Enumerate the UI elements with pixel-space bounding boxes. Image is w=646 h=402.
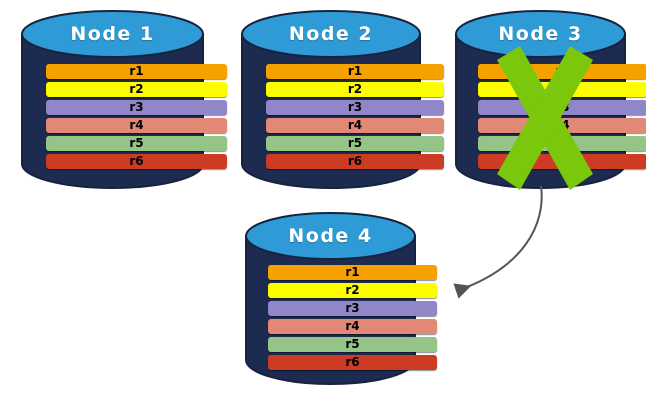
arrow-node3-to-node4 bbox=[453, 185, 543, 299]
row-stack-node2: r1 r2 r3 r4 r5 r6 bbox=[242, 64, 468, 169]
row-label-r6: r6 bbox=[345, 355, 360, 369]
row-r2[interactable]: r2 bbox=[46, 82, 227, 97]
row-label-r1: r1 bbox=[345, 265, 360, 279]
row-label-r6: r6 bbox=[555, 154, 570, 168]
row-label-r2: r2 bbox=[129, 82, 144, 96]
row-r3[interactable]: r3 bbox=[46, 100, 227, 115]
row-label-r5: r5 bbox=[345, 337, 360, 351]
row-r1[interactable]: r1 bbox=[46, 64, 227, 79]
node-cylinder-node1[interactable]: Node 1 r1 r2 r3 r4 r5 r6 bbox=[21, 10, 227, 189]
row-r6[interactable]: r6 bbox=[478, 154, 646, 169]
node-cylinder-node3[interactable]: Node 3 r1 r2 r3 r4 r5 r6 bbox=[455, 10, 646, 189]
row-r1[interactable]: r1 bbox=[268, 265, 437, 280]
row-label-r3: r3 bbox=[345, 301, 360, 315]
row-r5[interactable]: r5 bbox=[268, 337, 437, 352]
row-label-r4: r4 bbox=[129, 118, 144, 132]
row-label-r6: r6 bbox=[347, 154, 363, 168]
row-r6[interactable]: r6 bbox=[46, 154, 227, 169]
row-label-r2: r2 bbox=[555, 82, 570, 96]
row-stack-node1: r1 r2 r3 r4 r5 r6 bbox=[22, 64, 251, 169]
row-label-r2: r2 bbox=[347, 82, 363, 96]
row-label-r3: r3 bbox=[555, 100, 570, 114]
row-label-r5: r5 bbox=[129, 136, 144, 150]
row-label-r1: r1 bbox=[347, 64, 363, 78]
row-label-r4: r4 bbox=[345, 319, 360, 333]
row-label-r1: r1 bbox=[129, 64, 144, 78]
node-cylinder-node2[interactable]: Node 2 r1 r2 r3 r4 r5 r6 bbox=[241, 10, 444, 189]
row-r2[interactable]: r2 bbox=[478, 82, 646, 97]
row-r2[interactable]: r2 bbox=[268, 283, 437, 298]
row-label-r2: r2 bbox=[345, 283, 360, 297]
row-label-r3: r3 bbox=[129, 100, 144, 114]
row-label-r3: r3 bbox=[347, 100, 363, 114]
row-r4[interactable]: r4 bbox=[46, 118, 227, 133]
row-label-r1: r1 bbox=[555, 64, 570, 78]
row-r2[interactable]: r2 bbox=[266, 82, 444, 97]
row-r4[interactable]: r4 bbox=[268, 319, 437, 334]
row-stack-node4: r1 r2 r3 r4 r5 r6 bbox=[246, 265, 459, 370]
node-cylinder-node4[interactable]: Node 4 r1 r2 r3 r4 r5 r6 bbox=[245, 212, 437, 385]
row-label-r4: r4 bbox=[347, 118, 363, 132]
row-r6[interactable]: r6 bbox=[266, 154, 444, 169]
row-r1[interactable]: r1 bbox=[266, 64, 444, 79]
row-label-r4: r4 bbox=[555, 118, 570, 132]
row-label-r6: r6 bbox=[129, 154, 144, 168]
row-r6[interactable]: r6 bbox=[268, 355, 437, 370]
row-stack-node3: r1 r2 r3 r4 r5 r6 bbox=[456, 64, 646, 169]
row-r3[interactable]: r3 bbox=[266, 100, 444, 115]
row-r3[interactable]: r3 bbox=[478, 100, 646, 115]
row-r5[interactable]: r5 bbox=[266, 136, 444, 151]
row-label-r5: r5 bbox=[347, 136, 363, 150]
row-r4[interactable]: r4 bbox=[266, 118, 444, 133]
row-r4[interactable]: r4 bbox=[478, 118, 646, 133]
row-r5[interactable]: r5 bbox=[46, 136, 227, 151]
row-label-r5: r5 bbox=[555, 136, 570, 150]
row-r3[interactable]: r3 bbox=[268, 301, 437, 316]
row-r5[interactable]: r5 bbox=[478, 136, 646, 151]
row-r1[interactable]: r1 bbox=[478, 64, 646, 79]
